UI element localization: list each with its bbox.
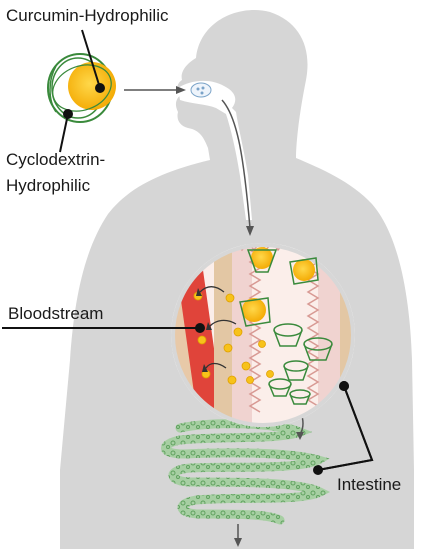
cyclodextrin-label-line2: Hydrophilic <box>6 176 90 196</box>
cyclodextrin-label-line1: Cyclodextrin- <box>6 150 105 170</box>
curcumin-molecule-icon <box>68 62 116 110</box>
swallowed-capsule-icon <box>191 83 211 97</box>
bloodstream-label: Bloodstream <box>8 304 103 324</box>
complex-to-mouth-arrow <box>124 86 186 94</box>
curcumin-cyclodextrin-complex-icon <box>46 54 117 122</box>
curcumin-hydrophilic-label: Curcumin-Hydrophilic <box>6 6 169 26</box>
intestine-label: Intestine <box>337 475 401 495</box>
